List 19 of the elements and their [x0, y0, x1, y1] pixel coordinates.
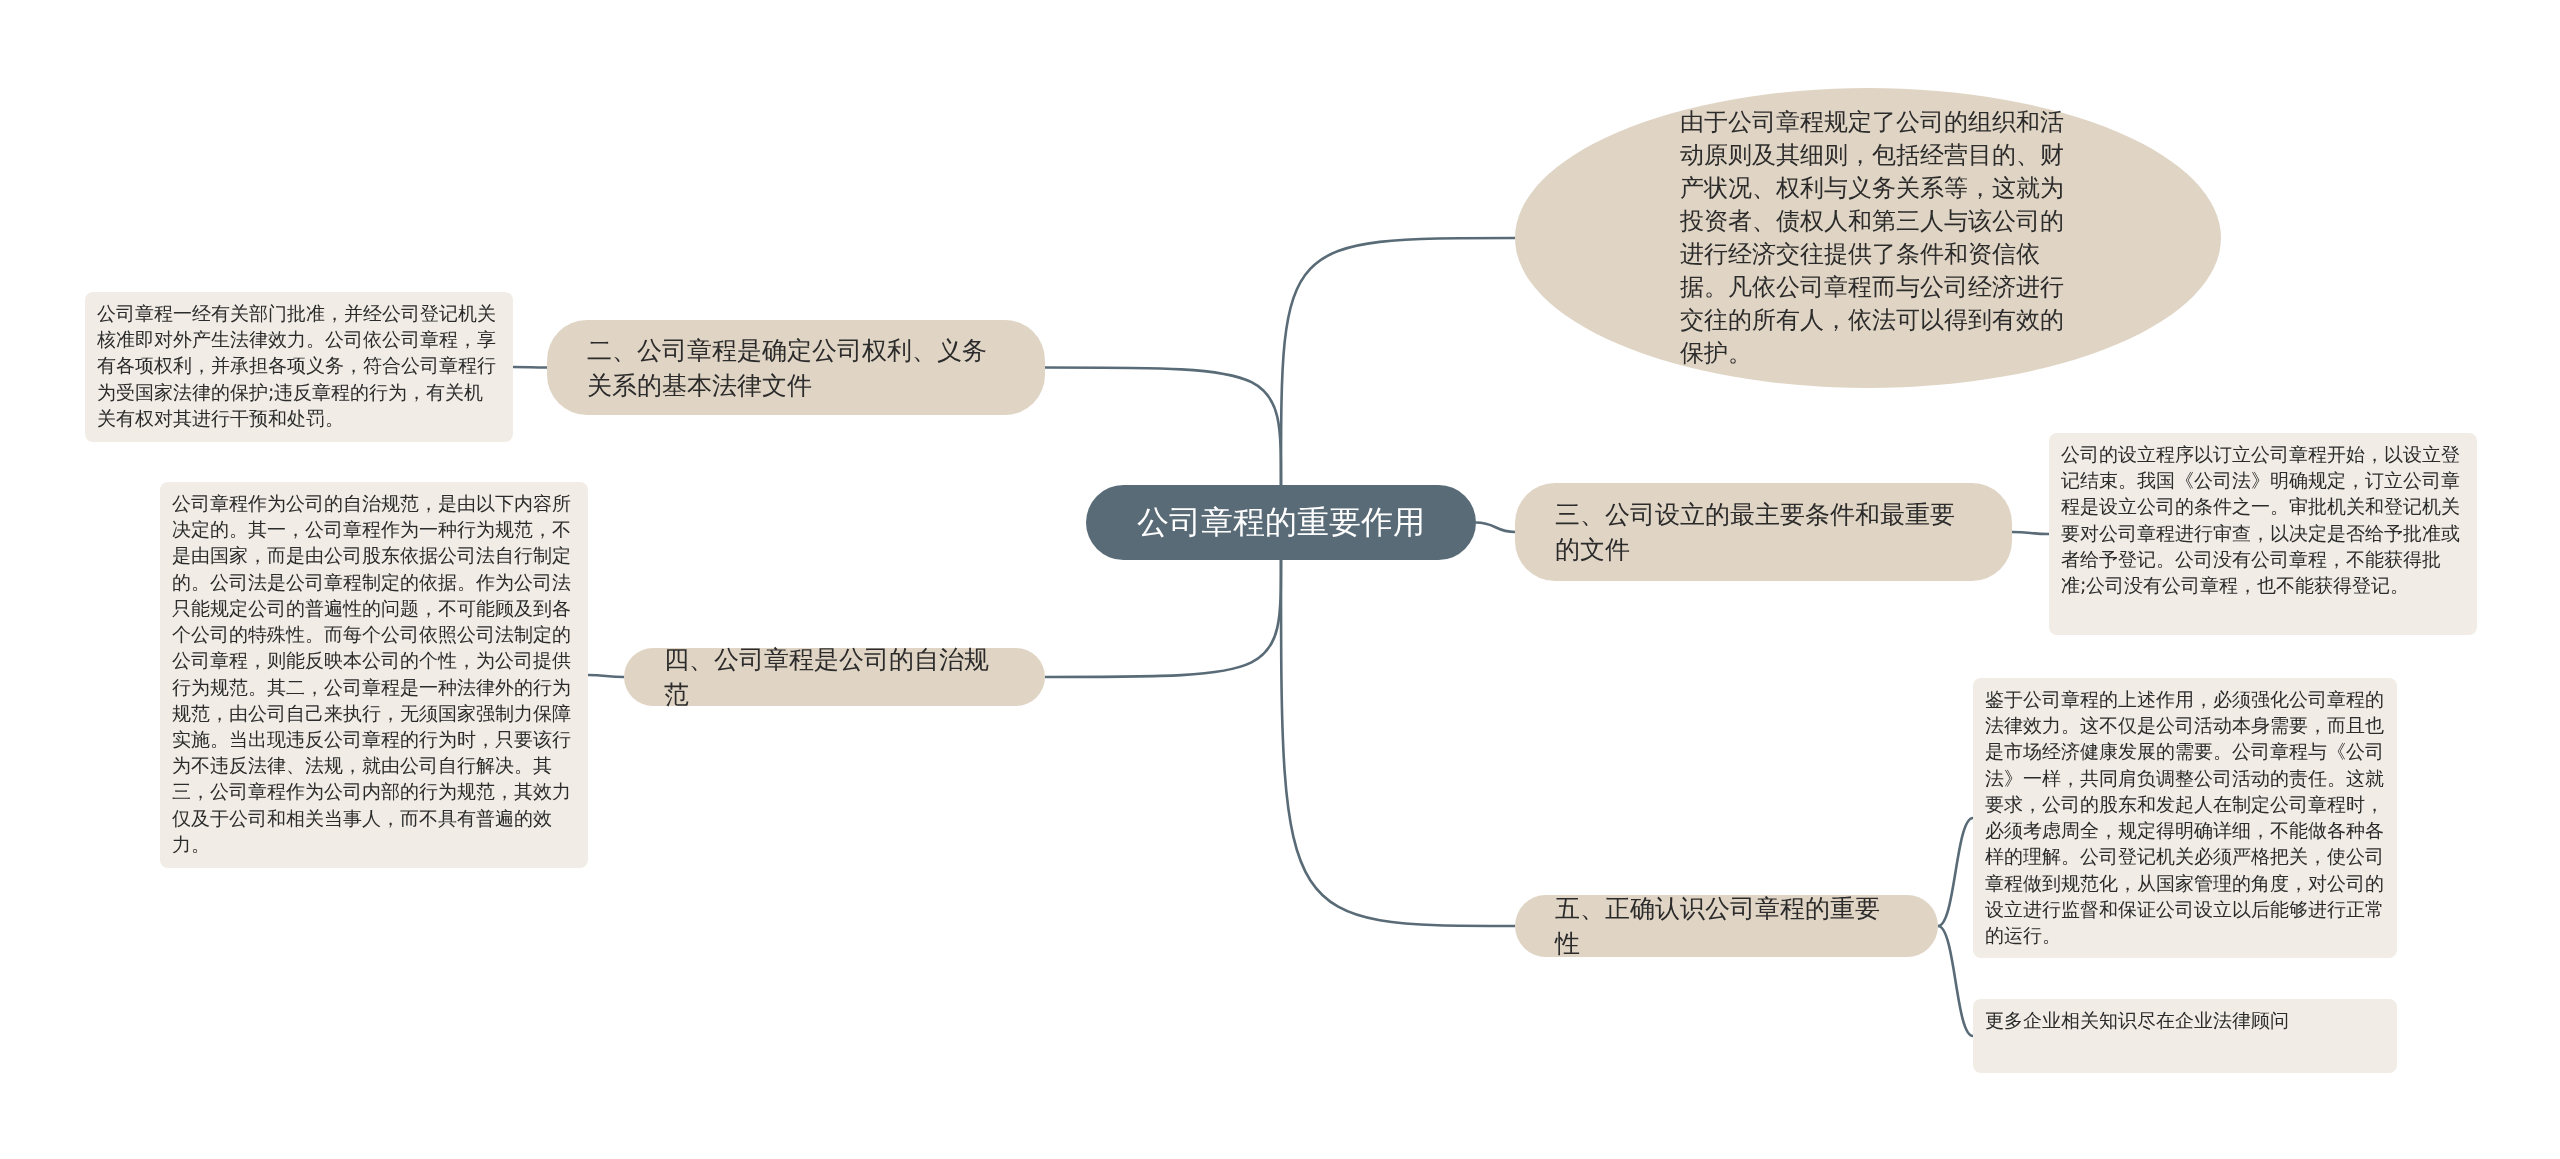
detail-note: 公司章程作为公司的自治规范，是由以下内容所决定的。其一，公司章程作为一种行为规范，不是由国家，而是由公司股东依据公司法自行制定的。公司法是公司章程制定的依据。作为公司法只能规定公司的普遍性的问题，不可能顾及到各个公司的特殊性。而每个公司依照公司法制定的公司章程，则能反映本公司的个性，为公司提供行为规范。其二，公司章程是一种法律外的行为规范，由公司自己来执行，无须国家强制力保障实施。当出现违反公司章程的行为时，只要该行为不违反法律、法规，就由公司自行解决。其三，公司章程作为公司内部的行为规范，其效力仅及于公司和相关当事人，而不具有普遍的效力。 — [160, 482, 588, 868]
connector-line — [588, 673, 624, 679]
connector-line — [2012, 530, 2049, 536]
connector-line — [1279, 560, 1515, 928]
branch-topic: 五、正确认识公司章程的重要性 — [1515, 895, 1938, 957]
detail-note: 鉴于公司章程的上述作用，必须强化公司章程的法律效力。这不仅是公司活动本身需要，而且也是市场经济健康发展的需要。公司章程与《公司法》一样，共同肩负调整公司活动的责任。这就要求，公司的股东和发起人在制定公司章程时，必须考虑周全，规定得明确详细，不能做各种各样的理解。公司登记机关必须严格把关，使公司章程做到规范化，从国家管理的角度，对公司的设立进行监督和保证公司设立以后能够进行正常的运行。 — [1973, 678, 2397, 958]
connector-line — [1045, 366, 1283, 485]
detail-note: 公司章程一经有关部门批准，并经公司登记机关核准即对外产生法律效力。公司依公司章程，享有各项权利，并承担各项义务，符合公司章程行为受国家法律的保护;违反章程的行为，有关机关有权对其进行干预和处罚。 — [85, 292, 513, 442]
branch-topic: 三、公司设立的最主要条件和最重要的文件 — [1515, 483, 2012, 581]
detail-note: 公司的设立程序以订立公司章程开始，以设立登记结束。我国《公司法》明确规定，订立公司章程是设立公司的条件之一。审批机关和登记机关要对公司章程进行审查，以决定是否给予批准或者给予登记。公司没有公司章程，不能获得批准;公司没有公司章程，也不能获得登记。 — [2049, 433, 2477, 635]
branch-topic: 四、公司章程是公司的自治规范 — [624, 648, 1045, 706]
branch-topic: 二、公司章程是确定公司权利、义务关系的基本法律文件 — [547, 320, 1045, 415]
connector-line — [1937, 924, 1974, 1038]
central-topic: 公司章程的重要作用 — [1086, 485, 1476, 560]
topic-oval: 由于公司章程规定了公司的组织和活动原则及其细则，包括经营目的、财产状况、权利与义务关系等，这就为投资者、债权人和第三人与该公司的进行经济交往提供了条件和资信依据。凡依公司章程而与公司经济进行交往的所有人，依法可以得到有效的保护。 — [1515, 88, 2221, 388]
detail-note: 更多企业相关知识尽在企业法律顾问 — [1973, 999, 2397, 1073]
connector-line — [1475, 521, 1516, 534]
connector-line — [513, 365, 547, 369]
connector-line — [1937, 816, 1974, 928]
